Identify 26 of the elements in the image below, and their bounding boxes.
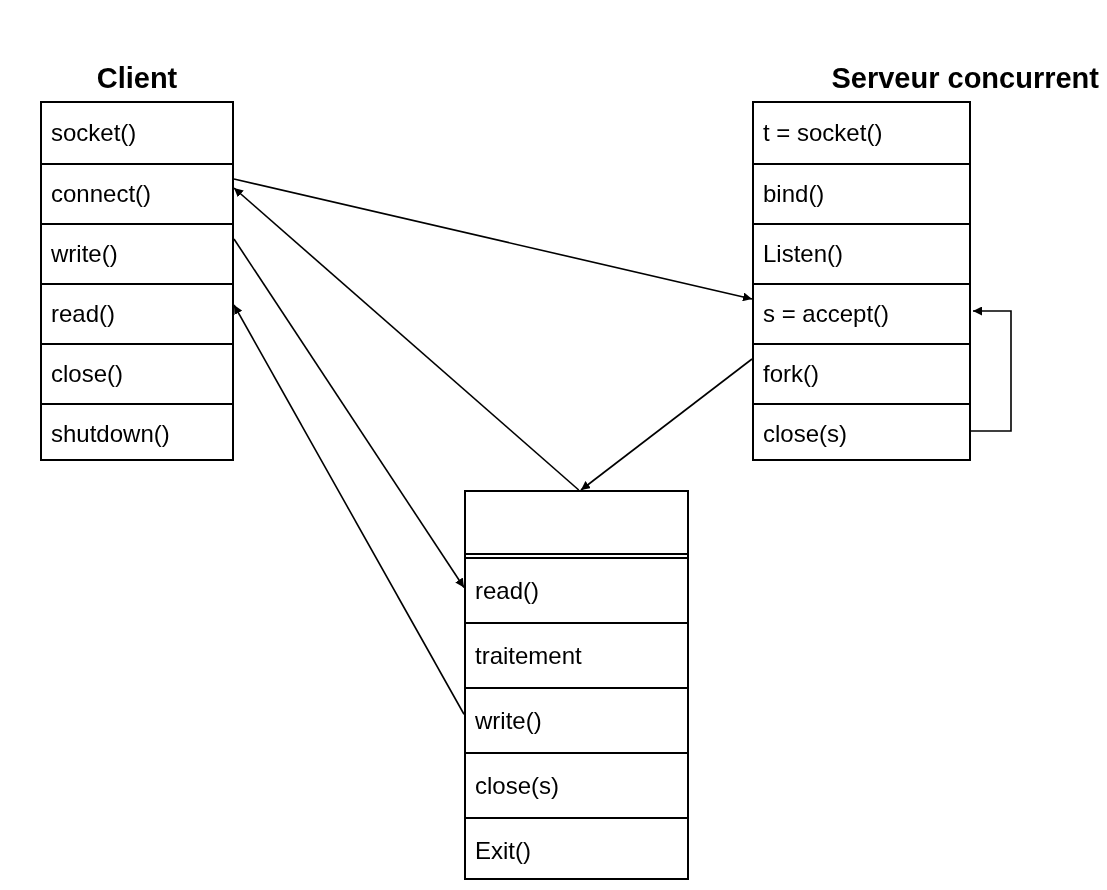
- function-label: s = accept(): [763, 300, 890, 328]
- arrow: [233, 304, 465, 716]
- function-label: connect(): [51, 180, 152, 208]
- function-label: fork(): [763, 360, 819, 388]
- function-label: traitement: [475, 641, 582, 670]
- process-column: [464, 490, 689, 880]
- function-label: read(): [51, 300, 116, 328]
- arrow: [233, 178, 753, 302]
- function-label: bind(): [763, 180, 825, 208]
- arrow: [233, 238, 465, 589]
- function-label: write(): [475, 706, 542, 735]
- function-label: read(): [475, 576, 540, 605]
- function-label: Exit(): [475, 836, 531, 865]
- function-label: t = socket(): [763, 119, 883, 147]
- arrow: [580, 358, 753, 491]
- function-label: shutdown(): [51, 420, 170, 448]
- column-heading: Client: [95, 62, 179, 95]
- column-heading: Serveur concurrent: [831, 62, 1099, 95]
- arrow: [970, 306, 1012, 432]
- arrow: [233, 187, 580, 491]
- function-label: socket(): [51, 119, 137, 147]
- function-label: write(): [51, 240, 118, 268]
- function-label: Listen(): [763, 240, 844, 268]
- function-label: close(): [51, 360, 123, 388]
- function-label: close(s): [763, 420, 847, 448]
- function-label: close(s): [475, 771, 559, 800]
